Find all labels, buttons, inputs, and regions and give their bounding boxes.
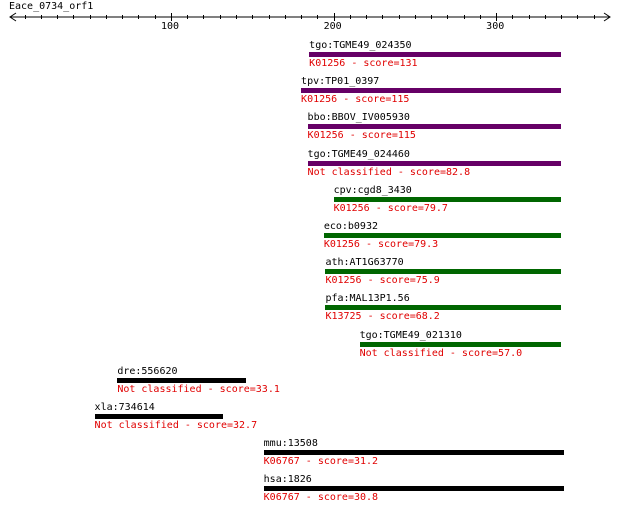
axis-tick-label: 200 xyxy=(323,21,342,32)
hit-bar[interactable] xyxy=(325,305,562,311)
hit-bar[interactable] xyxy=(94,414,223,419)
hit-name[interactable]: ath:AT1G63770 xyxy=(325,257,404,269)
hit-name[interactable]: tgo:TGME49_021310 xyxy=(359,329,462,341)
hit-ko-score[interactable]: Not classified - score=57.0 xyxy=(359,347,523,359)
hit-name[interactable]: bbo:BBOV_IV005930 xyxy=(307,112,410,124)
hit-name[interactable]: tgo:TGME49_024460 xyxy=(307,148,410,160)
hit-name[interactable]: xla:734614 xyxy=(94,402,155,413)
hit-name[interactable]: eco:b0932 xyxy=(323,221,378,232)
hit-ko-score[interactable]: K01256 - score=115 xyxy=(301,94,410,106)
hit-name[interactable]: dre:556620 xyxy=(117,365,178,377)
hit-ko-score[interactable]: Not classified - score=82.8 xyxy=(307,166,471,178)
hit-ko-score[interactable]: K06767 - score=30.8 xyxy=(263,492,379,504)
query-title: Eace_0734_orf1 xyxy=(9,1,94,12)
hit-ko-score[interactable]: K01256 - score=131 xyxy=(309,58,418,69)
hit-bar[interactable] xyxy=(263,450,565,456)
axis-tick-label: 300 xyxy=(486,21,505,32)
axis-arrow-right xyxy=(603,12,611,22)
hit-name[interactable]: mmu:13508 xyxy=(263,438,318,450)
hit-name[interactable]: hsa:1826 xyxy=(263,474,312,486)
hit-ko-score[interactable]: K13725 - score=68.2 xyxy=(325,311,440,323)
hit-name[interactable]: cpv:cgd8_3430 xyxy=(333,184,412,196)
hit-name[interactable]: tpv:TP01_0397 xyxy=(301,76,380,88)
position-axis xyxy=(9,12,611,22)
hit-ko-score[interactable]: Not classified - score=33.1 xyxy=(117,383,280,395)
hit-bar[interactable] xyxy=(359,341,562,347)
hit-bar[interactable] xyxy=(307,124,562,130)
hit-bar[interactable] xyxy=(117,377,246,383)
axis-arrow-left xyxy=(9,12,17,22)
hit-bar[interactable] xyxy=(301,88,562,94)
hit-ko-score[interactable]: K01256 - score=79.7 xyxy=(333,202,448,214)
hit-bar[interactable] xyxy=(325,269,562,275)
hit-name[interactable]: pfa:MAL13P1.56 xyxy=(325,293,410,305)
hit-name[interactable]: tgo:TGME49_024350 xyxy=(309,40,412,51)
hit-bar[interactable] xyxy=(323,233,562,238)
hit-ko-score[interactable]: K01256 - score=115 xyxy=(307,130,416,142)
hit-bar[interactable] xyxy=(333,196,562,202)
hit-bar[interactable] xyxy=(263,486,565,492)
hit-ko-score[interactable]: Not classified - score=32.7 xyxy=(94,420,258,431)
hit-bar[interactable] xyxy=(309,52,562,57)
hit-ko-score[interactable]: K01256 - score=79.3 xyxy=(323,239,439,250)
hit-bar[interactable] xyxy=(307,160,562,166)
axis-tick-label: 100 xyxy=(160,21,180,32)
hit-ko-score[interactable]: K06767 - score=31.2 xyxy=(263,456,379,468)
hit-ko-score[interactable]: K01256 - score=75.9 xyxy=(325,275,440,287)
